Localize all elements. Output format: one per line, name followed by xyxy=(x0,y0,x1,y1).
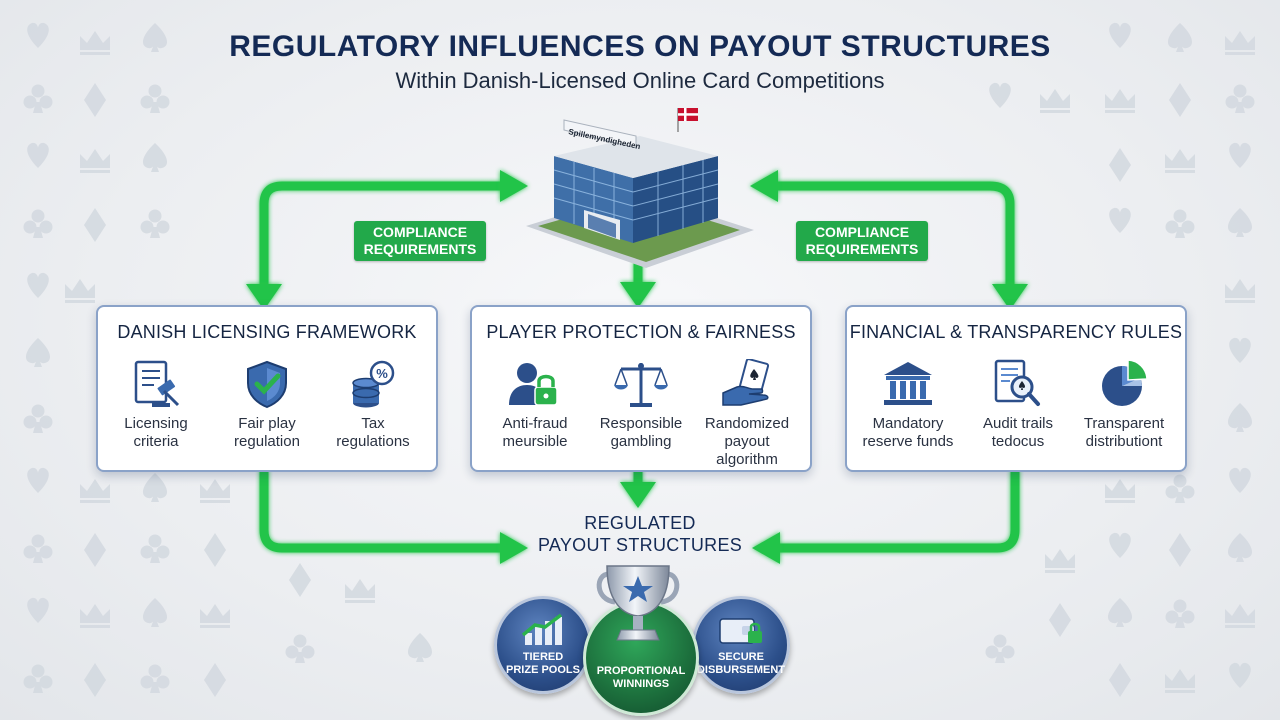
item-label: Audit trails tedocus xyxy=(982,415,1054,450)
item-label: Responsible gambling xyxy=(599,415,683,450)
arrow-right-panel-to-result xyxy=(775,470,1020,553)
panel-player-protection-fairness: PLAYER PROTECTION & FAIRNESS Anti-fraud … xyxy=(470,305,812,472)
item-tax-regulations: % Tax regulations xyxy=(318,359,428,451)
arrow-building-to-right-panel xyxy=(770,181,1015,290)
arrowhead-center-down xyxy=(620,282,656,308)
arrowhead-top-left xyxy=(500,170,528,202)
item-label: Fair play regulation xyxy=(234,415,300,450)
item-label: Anti-fraud meursible xyxy=(502,415,568,450)
shield-check-icon xyxy=(247,360,287,409)
scales-icon xyxy=(614,363,668,407)
bar-growth-icon xyxy=(521,613,563,645)
page-title: REGULATORY INFLUENCES ON PAYOUT STRUCTUR… xyxy=(229,30,1051,63)
trophy-icon xyxy=(596,565,680,641)
outcome-secure-disbursement: SECURE DISBURSEMENT xyxy=(692,596,790,694)
wallet-lock-icon xyxy=(719,618,762,644)
bank-icon xyxy=(884,362,932,405)
page-subtitle: Within Danish-Licensed Online Card Compe… xyxy=(395,68,885,93)
panel-danish-licensing-framework: DANISH LICENSING FRAMEWORK Licensing cri… xyxy=(96,305,438,472)
user-lock-icon xyxy=(509,363,558,406)
arrowhead-bottom-left xyxy=(500,532,528,564)
hand-card-icon xyxy=(722,359,770,406)
outcome-label: PROPORTIONAL WINNINGS xyxy=(596,665,686,690)
item-audit-trails: Audit trails tedocus xyxy=(963,359,1073,451)
item-label: Mandatory reserve funds xyxy=(862,415,954,450)
item-responsible-gambling: Responsible gambling xyxy=(586,359,696,451)
panel-title: DANISH LICENSING FRAMEWORK xyxy=(117,322,417,342)
outcome-tiered-prize-pools: TIERED PRIZE POOLS xyxy=(494,596,592,694)
item-label: Randomized payout algorithm xyxy=(704,415,790,468)
item-label: Transparent distributiont xyxy=(1083,415,1165,450)
document-gavel-icon xyxy=(134,360,180,407)
arrowhead-top-right xyxy=(750,170,778,202)
item-fair-play-regulation: Fair play regulation xyxy=(212,359,322,451)
arrowhead-bottom-right xyxy=(752,532,780,564)
arrow-building-to-left-panel xyxy=(259,181,505,290)
item-anti-fraud: Anti-fraud meursible xyxy=(480,359,590,451)
pie-chart-icon xyxy=(1102,359,1148,406)
item-label: Tax regulations xyxy=(336,415,410,450)
item-mandatory-reserve-funds: Mandatory reserve funds xyxy=(853,359,963,451)
arrowhead-center-bottom xyxy=(620,482,656,508)
panel-financial-transparency-rules: FINANCIAL & TRANSPARENCY RULES Mandatory… xyxy=(845,305,1187,472)
svg-text:%: % xyxy=(376,366,388,381)
item-transparent-distribution: Transparent distributiont xyxy=(1069,359,1179,451)
item-label: Licensing criteria xyxy=(124,415,188,450)
compliance-badge-right: COMPLIANCE REQUIREMENTS xyxy=(796,221,928,261)
arrow-left-panel-to-result xyxy=(259,470,505,553)
outcome-label: SECURE DISBURSEMENT xyxy=(696,651,785,676)
arrowhead-right-down xyxy=(992,284,1028,310)
regulated-payout-structures-label: REGULATED PAYOUT STRUCTURES xyxy=(537,513,743,555)
coins-percent-icon: % xyxy=(352,360,395,408)
panel-title: FINANCIAL & TRANSPARENCY RULES xyxy=(849,322,1183,342)
panel-title: PLAYER PROTECTION & FAIRNESS xyxy=(486,322,796,342)
item-randomized-payout-algorithm: Randomized payout algorithm xyxy=(692,359,802,469)
compliance-badge-left: COMPLIANCE REQUIREMENTS xyxy=(354,221,486,261)
audit-magnifier-icon xyxy=(994,359,1040,406)
item-licensing-criteria: Licensing criteria xyxy=(101,359,211,451)
arrowhead-left-down xyxy=(246,284,282,310)
regulator-building-illustration: Spillemyndigheden xyxy=(526,108,754,268)
outcome-label: TIERED PRIZE POOLS xyxy=(506,651,580,676)
